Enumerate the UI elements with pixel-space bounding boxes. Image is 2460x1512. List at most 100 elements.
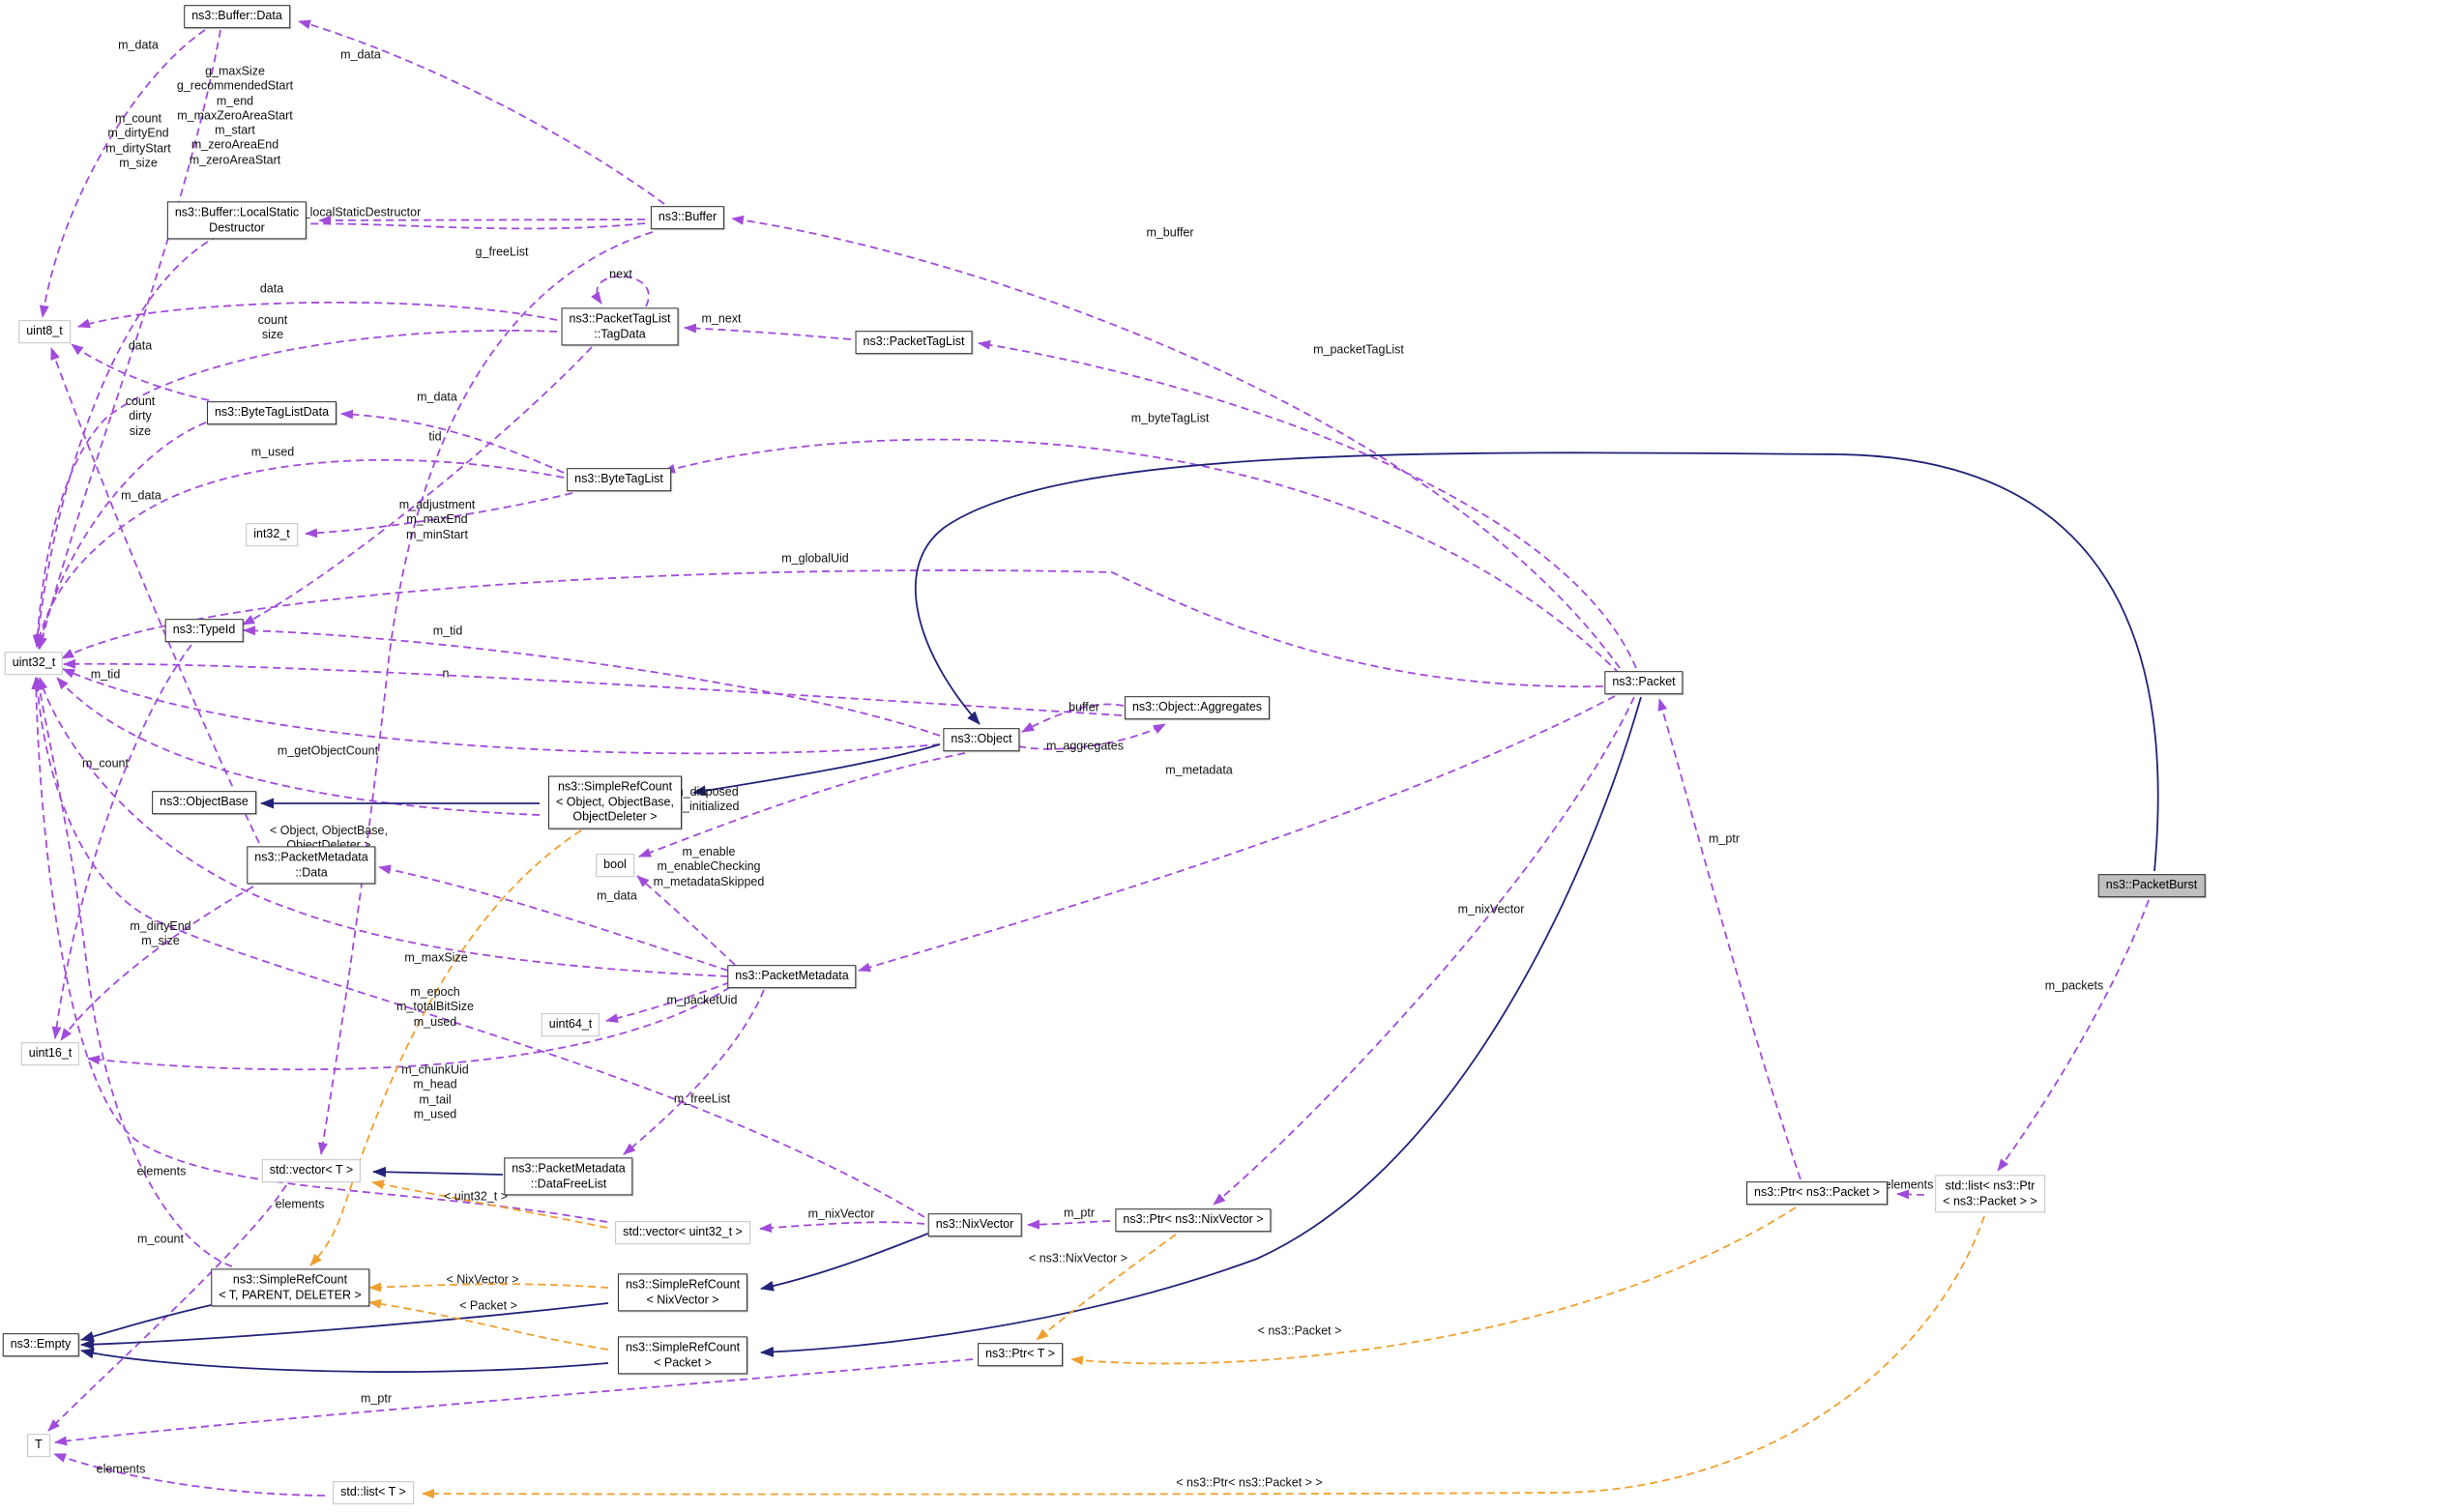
edge-type-id-to-uint16-t [51,644,192,1039]
edge-label-m-globaluid: m_globalUid [781,551,849,566]
edge-label-m-epoch-group: m_epoch m_totalBitSize m_used [396,985,474,1029]
edge-packet-metadata-to-bool [636,875,736,966]
node-ptr-nix-vector[interactable]: ns3::Ptr< ns3::NixVector > [1115,1208,1272,1232]
edge-label-m-data-1: m_data [118,38,159,52]
node-buffer[interactable]: ns3::Buffer [650,206,725,229]
node-object-aggregates[interactable]: ns3::Object::Aggregates [1124,696,1271,719]
edge-label-m-bytetaglist: m_byteTagList [1130,411,1210,425]
edge-label-m-nixvector-1: m_nixVector [1457,902,1525,916]
edge-list-ptr-packet-to-ptr-packet [1896,1189,1925,1200]
edge-label-g-localstaticdestructor: g_localStaticDestructor [296,205,422,219]
edge-label-m-metadata: m_metadata [1165,763,1233,777]
node-uint32-t: uint32_t [4,652,64,675]
node-ptr-t[interactable]: ns3::Ptr< T > [978,1343,1063,1366]
edge-packet-tag-list-to-packet-tag-list-tag-data [684,323,852,340]
node-list-t: std::list< T > [333,1481,414,1504]
edge-packet-metadata-to-packet-metadata-data-free-list [623,989,765,1155]
edge-buffer-data-to-uint8-t [39,29,206,318]
edge-list-ptr-packet-to-list-t [422,1215,1985,1499]
edge-packet-to-uint32-t [61,569,1604,688]
edge-label-m-packettaglist: m_packetTagList [1313,342,1404,357]
node-byte-tag-list-data[interactable]: ns3::ByteTagListData [206,401,337,424]
edge-packet-to-packet-tag-list [978,339,1637,669]
edge-packet-metadata-data-free-list-to-vector-t [372,1166,504,1178]
edge-simple-ref-count-nix-vector-to-simple-ref-count-tpd [368,1282,609,1293]
edge-packet-to-simple-ref-count-packet [760,696,1642,1357]
node-buffer-data[interactable]: ns3::Buffer::Data [184,5,290,28]
node-simple-ref-count-object[interactable]: ns3::SimpleRefCount < Object, ObjectBase… [548,775,682,829]
edge-object-to-bool [638,752,966,858]
edge-ptr-t-to-t [54,1358,974,1446]
node-nix-vector[interactable]: ns3::NixVector [927,1213,1022,1236]
node-packet-tag-list[interactable]: ns3::PacketTagList [855,331,973,354]
node-object[interactable]: ns3::Object [943,728,1020,751]
edge-packet-metadata-to-uint64-t [605,981,731,1024]
edge-label-m-used: m_used [250,445,295,459]
node-packet[interactable]: ns3::Packet [1604,671,1684,694]
node-packet-tag-list-tag-data[interactable]: ns3::PacketTagList ::TagData [561,307,679,346]
node-simple-ref-count-nix-vector[interactable]: ns3::SimpleRefCount < NixVector > [617,1273,748,1312]
edge-label-m-packets: m_packets [2044,978,2104,993]
node-simple-ref-count-tpd[interactable]: ns3::SimpleRefCount < T, PARENT, DELETER… [211,1268,369,1307]
edge-object-to-simple-ref-count-object [692,743,941,797]
edge-packet-to-buffer [731,215,1621,669]
edge-simple-ref-count-object-to-uint32-t [56,677,541,816]
edge-label-m-ptr-3: m_ptr [361,1391,392,1406]
edge-label-m-enable-group: m_enable m_enableChecking m_metadataSkip… [653,845,765,888]
edge-label-m-data-5: m_data [597,888,637,903]
node-packet-burst[interactable]: ns3::PacketBurst [2097,874,2206,897]
node-vector-t: std::vector< T > [261,1159,362,1182]
node-ptr-packet[interactable]: ns3::Ptr< ns3::Packet > [1746,1181,1888,1205]
node-object-base[interactable]: ns3::ObjectBase [152,791,256,814]
node-type-id[interactable]: ns3::TypeId [164,619,244,642]
edge-packet-metadata-to-packet-metadata-data [378,864,729,972]
node-bool: bool [596,854,634,877]
node-empty[interactable]: ns3::Empty [2,1333,79,1356]
edge-simple-ref-count-tpd-to-empty [80,1302,220,1342]
edge-label-m-buffer: m_buffer [1146,225,1194,240]
edge-label-n: n [442,666,450,681]
edge-buffer-to-vector-t [318,231,654,1155]
node-packet-metadata[interactable]: ns3::PacketMetadata [727,965,857,988]
edge-ptr-packet-to-ptr-t [1070,1207,1797,1366]
edge-label-m-disposed-initialized: m_disposed m_initialized [672,784,740,813]
edge-label-bytetaglist-int32-members: m_adjustment m_maxEnd m_minStart [398,498,476,541]
edge-vector-uint32-t-to-vector-t [371,1179,608,1229]
edge-packet-metadata-to-uint32-t [38,677,729,977]
edge-label-m-chunkuid-group: m_chunkUid m_head m_tail m_used [401,1062,469,1121]
edge-label-m-tid-1: m_tid [432,624,463,638]
edge-byte-tag-list-to-uint32-t [35,458,565,647]
node-simple-ref-count-packet[interactable]: ns3::SimpleRefCount < Packet > [617,1336,748,1375]
node-byte-tag-list[interactable]: ns3::ByteTagList [567,468,671,491]
edge-byte-tag-list-to-int32-t [305,492,573,538]
edge-label-m-count-2: m_count [137,1232,184,1246]
edge-byte-tag-list-to-byte-tag-list-data [340,409,565,474]
edge-label-next: next [609,267,632,281]
edge-object-aggregates-to-object [1021,703,1125,733]
edge-ptr-packet-to-packet [1657,698,1801,1180]
edge-label-data-2: data [128,338,153,353]
edge-packet-to-byte-tag-list [662,438,1621,675]
edge-label-m-nixvector-2: m_nixVector [807,1207,875,1221]
edge-label-tpl-uint32: < uint32_t > [443,1189,509,1204]
edge-vector-t-to-t [47,1184,287,1432]
edge-label-data-1: data [259,281,284,296]
node-uint16-t: uint16_t [20,1042,80,1065]
edge-label-buffer-data-uint32-members: m_count m_dirtyEnd m_dirtyStart m_size [105,111,171,170]
edge-simple-ref-count-packet-to-empty [80,1348,609,1373]
edge-byte-tag-list-data-to-uint8-t [71,343,210,401]
node-buffer-local-static-destructor[interactable]: ns3::Buffer::LocalStatic Destructor [166,201,308,240]
edge-label-elements-1: elements [136,1164,187,1178]
edge-label-m-ptr-2: m_ptr [1064,1206,1095,1220]
edge-object-to-uint32-t [62,668,941,755]
edge-packet-burst-to-list-ptr-packet [1997,899,2150,1172]
node-packet-metadata-data-free-list[interactable]: ns3::PacketMetadata ::DataFreeList [504,1157,633,1196]
edge-label-m-ptr-1: m_ptr [1709,831,1740,846]
edge-buffer-to-buffer-data [298,19,665,205]
node-t: T [27,1434,50,1457]
edge-list-t-to-t [53,1453,326,1497]
edge-label-m-data-3: m_data [417,390,457,404]
edge-label-m-count-1: m_count [82,756,129,771]
node-packet-metadata-data[interactable]: ns3::PacketMetadata ::Data [247,846,376,885]
